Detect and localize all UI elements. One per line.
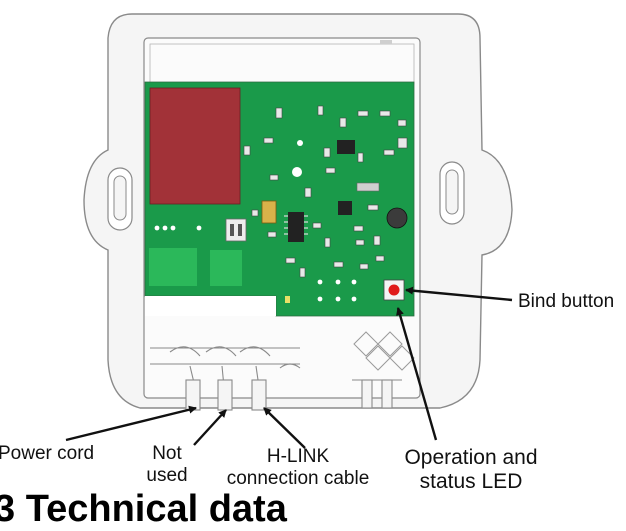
label-status-led: Operation and status LED (386, 446, 556, 494)
smd-components (243, 105, 408, 278)
label-not-used: Not used (138, 443, 196, 487)
inductor (386, 207, 408, 229)
label-not-used-line2: used (146, 464, 188, 486)
ventilation-grille (353, 331, 415, 371)
label-power-cord: Power cord (0, 443, 95, 464)
dip-switch (225, 218, 247, 242)
mounting-slot-left (107, 167, 133, 231)
cable-ports (150, 346, 402, 411)
label-bind-button: Bind button (518, 291, 615, 312)
small-part (356, 182, 380, 192)
marker (285, 296, 290, 303)
section-heading: 3 Technical data (0, 488, 287, 530)
not-used-arrow (193, 409, 227, 446)
bind-button[interactable] (383, 279, 405, 301)
board-dots (154, 140, 357, 302)
label-status-led-line1: Operation and (404, 446, 538, 469)
label-hlink-line2: connection cable (226, 467, 370, 489)
bind-button-arrow (405, 286, 513, 302)
relay (149, 87, 241, 205)
ic-chip (337, 140, 355, 215)
label-hlink: H-LINK connection cable (218, 446, 378, 490)
label-status-led-line2: status LED (419, 470, 523, 494)
mounting-slot-right (439, 161, 465, 225)
housing-edge (145, 296, 276, 316)
ic-chip (284, 212, 308, 242)
hlink-arrow (263, 407, 306, 449)
crystal (261, 200, 277, 224)
power-cord-arrow (65, 405, 197, 442)
terminal-pad (210, 250, 242, 286)
device-diagram (65, 13, 513, 449)
led-arrow (396, 307, 438, 441)
label-hlink-line1: H-LINK (266, 446, 330, 467)
terminal-pad (149, 248, 197, 286)
label-not-used-line1: Not (152, 443, 182, 464)
